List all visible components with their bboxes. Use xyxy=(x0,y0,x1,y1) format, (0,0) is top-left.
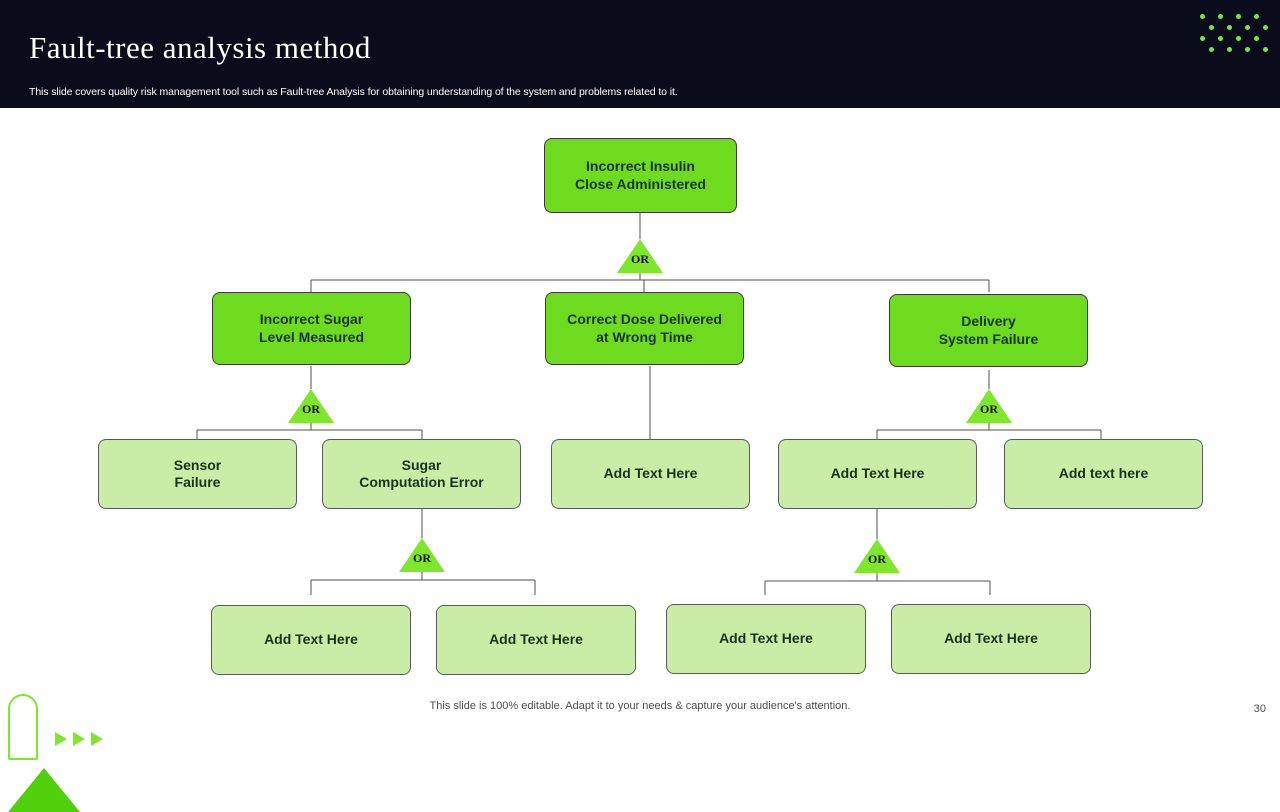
page-title: Fault-tree analysis method xyxy=(29,30,371,65)
node-add-text-here-7[interactable]: Add Text Here xyxy=(891,604,1091,674)
node-label: Add Text Here xyxy=(603,465,698,482)
dot-icon xyxy=(1218,14,1223,19)
node-label: Correct Dose Delivered at Wrong Time xyxy=(567,311,722,346)
node-label: Add Text Here xyxy=(830,465,925,482)
triangle-decoration xyxy=(8,768,80,812)
node-add-text-here-5[interactable]: Add Text Here xyxy=(436,605,636,675)
triangle-shape xyxy=(288,389,334,423)
node-incorrect-sugar-level[interactable]: Incorrect Sugar Level Measured xyxy=(212,292,411,365)
node-label-line2: Failure xyxy=(174,474,221,490)
dot-icon xyxy=(1209,25,1214,30)
node-add-text-here-6[interactable]: Add Text Here xyxy=(666,604,866,674)
node-label: Incorrect Sugar Level Measured xyxy=(259,311,364,346)
gate-label: OR xyxy=(302,402,320,416)
dot-icon xyxy=(1236,14,1241,19)
or-gate-4[interactable]: OR xyxy=(399,538,445,572)
dot-icon xyxy=(1254,14,1259,19)
node-label: Add Text Here xyxy=(489,631,583,648)
node-add-text-here-4[interactable]: Add Text Here xyxy=(211,605,411,675)
dot-icon xyxy=(1200,36,1205,41)
node-label: Delivery System Failure xyxy=(939,313,1039,348)
node-sugar-computation-error[interactable]: Sugar Computation Error xyxy=(322,439,521,509)
node-label: Add Text Here xyxy=(944,630,1038,647)
or-gate-2[interactable]: OR xyxy=(288,389,334,423)
node-label: Add Text Here xyxy=(264,631,358,648)
gate-label: OR xyxy=(980,402,998,416)
node-top-event[interactable]: Incorrect Insulin Close Administered xyxy=(544,138,737,213)
slide-header: Fault-tree analysis method This slide co… xyxy=(0,0,1280,108)
dot-icon xyxy=(1227,47,1232,52)
dot-icon xyxy=(1254,36,1259,41)
page-subtitle: This slide covers quality risk managemen… xyxy=(29,86,678,98)
node-add-text-here-3[interactable]: Add text here xyxy=(1004,439,1203,509)
dot-icon xyxy=(1263,47,1268,52)
dot-icon xyxy=(1263,25,1268,30)
node-sensor-failure[interactable]: Sensor Failure xyxy=(98,439,297,509)
node-label-line1: Incorrect Insulin xyxy=(586,158,695,174)
node-add-text-here-1[interactable]: Add Text Here xyxy=(551,439,750,509)
or-gate-1[interactable]: OR xyxy=(617,239,663,273)
node-label-line2: Close Administered xyxy=(575,175,706,192)
arrow-icon xyxy=(73,732,85,746)
node-delivery-system-failure[interactable]: Delivery System Failure xyxy=(889,294,1088,367)
arrow-decoration xyxy=(55,732,103,746)
dot-grid-decoration xyxy=(1200,14,1270,54)
dot-icon xyxy=(1236,36,1241,41)
triangle-shape xyxy=(617,239,663,273)
footer-note: This slide is 100% editable. Adapt it to… xyxy=(429,700,851,712)
dot-icon xyxy=(1245,25,1250,30)
gate-label: OR xyxy=(413,551,431,565)
triangle-shape xyxy=(966,389,1012,423)
node-label: Add Text Here xyxy=(719,630,813,647)
or-gate-5[interactable]: OR xyxy=(854,539,900,573)
triangle-shape xyxy=(854,539,900,573)
node-label: Sugar Computation Error xyxy=(359,457,483,492)
dot-icon xyxy=(1227,25,1232,30)
dot-icon xyxy=(1245,47,1250,52)
node-label-line2: Computation Error xyxy=(359,474,484,490)
node-label: Sensor Failure xyxy=(174,457,221,492)
connector-lines xyxy=(196,212,1102,595)
node-label-line2: System Failure xyxy=(938,330,1039,347)
or-gate-3[interactable]: OR xyxy=(966,389,1012,423)
node-correct-dose-wrong-time[interactable]: Correct Dose Delivered at Wrong Time xyxy=(545,292,744,365)
dot-icon xyxy=(1209,47,1214,52)
node-label: Add text here xyxy=(1058,465,1149,482)
triangle-shape xyxy=(399,538,445,572)
node-add-text-here-2[interactable]: Add Text Here xyxy=(778,439,977,509)
dot-icon xyxy=(1218,36,1223,41)
node-label-line1: Delivery xyxy=(961,313,1016,329)
node-label-line2: Level Measured xyxy=(258,328,365,345)
node-label-line1: Incorrect Sugar xyxy=(259,311,364,327)
node-label: Incorrect Insulin Close Administered xyxy=(575,158,706,193)
node-label-line1: Correct Dose Delivered xyxy=(567,311,722,327)
node-label-line1: Sugar xyxy=(401,456,442,473)
gate-label: OR xyxy=(868,552,886,566)
node-label-line1: Sensor xyxy=(173,456,222,473)
node-label-line2: at Wrong Time xyxy=(596,328,693,345)
gate-label: OR xyxy=(631,252,649,266)
arrow-icon xyxy=(91,732,103,746)
page-number: 30 xyxy=(1253,703,1266,715)
diagram-canvas: Incorrect Insulin Close Administered OR … xyxy=(0,108,1280,812)
dot-icon xyxy=(1200,14,1205,19)
arrow-icon xyxy=(55,732,67,746)
